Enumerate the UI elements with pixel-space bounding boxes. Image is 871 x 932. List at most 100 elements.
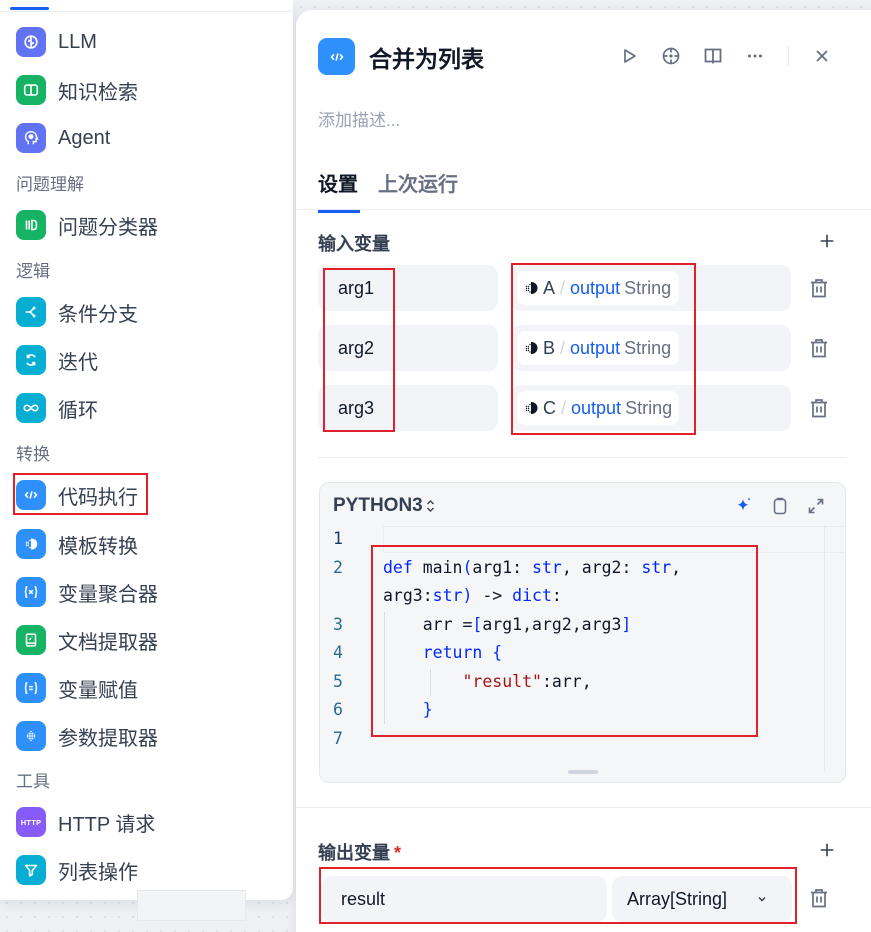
input-variables-title: 输入变量 [318,234,390,254]
source-variable-name: output [570,337,621,358]
delete-icon[interactable] [808,397,830,419]
code-icon [16,480,46,510]
node-item-http-request[interactable]: HTTP HTTP 请求 [16,807,276,837]
panel-tabs: 设置 上次运行 [318,168,478,213]
node-item-label: 知识检索 [58,81,138,104]
source-node-name: A [543,277,556,298]
section-divider [318,457,846,458]
node-item-parameter-extractor[interactable]: 参数提取器 [16,721,276,751]
variable-reference-selector[interactable]: C / output String [511,385,791,431]
template-icon [16,529,46,559]
editor-resize-handle[interactable] [568,770,598,774]
template-node-icon [525,402,538,414]
output-variable-name-input[interactable]: result [321,876,607,922]
run-icon[interactable] [616,43,642,69]
code-line: return { [422,643,503,662]
node-item-if-else[interactable]: 条件分支 [16,297,276,327]
code-editor[interactable]: PYTHON3 1 2 3 4 5 6 7 [319,482,846,783]
path-separator: / [561,397,567,418]
code-line: def main(arg1: str, arg2: str, [383,558,682,577]
node-item-loop[interactable]: 循环 [16,393,276,423]
add-input-variable-button[interactable] [816,230,838,252]
filter-icon [16,855,46,885]
node-item-label: 列表操作 [58,861,138,884]
variable-aggregator-icon [16,577,46,607]
delete-icon[interactable] [808,337,830,359]
node-item-label: 条件分支 [58,303,138,326]
node-item-variable-assigner[interactable]: 变量赋值 [16,673,276,703]
source-node-name: B [543,337,556,358]
node-item-agent[interactable]: Agent [16,123,276,153]
line-number: 7 [333,729,343,748]
source-node-name: C [543,397,556,418]
copy-clipboard-icon[interactable] [769,495,791,517]
doc-extractor-icon [16,625,46,655]
node-item-label: 变量赋值 [58,679,138,702]
close-icon[interactable] [809,43,835,69]
branch-icon [16,297,46,327]
node-item-iteration[interactable]: 迭代 [16,345,276,375]
variable-reference-selector[interactable]: A / output String [511,265,791,311]
node-item-doc-extractor[interactable]: 文档提取器 [16,625,276,655]
tabs-divider [296,209,871,210]
variable-reference-pill: C / output String [517,391,679,425]
input-variable-row: arg3 C / output String [318,385,871,431]
language-selector[interactable]: PYTHON3 [333,495,435,517]
variable-reference-selector[interactable]: B / output String [511,325,791,371]
brain-icon [16,27,46,57]
tab-last-run[interactable]: 上次运行 [378,174,458,196]
chevron-down-icon [756,876,770,922]
add-output-variable-button[interactable] [816,839,838,861]
delete-icon[interactable] [808,277,830,299]
node-item-label: LLM [58,30,97,53]
delete-icon[interactable] [808,887,830,909]
node-picker-tabbar [0,0,293,12]
node-item-label: 问题分类器 [58,216,158,239]
line-number: 3 [333,615,343,634]
node-settings-panel: 合并为列表 添加描述... 设置 上次运行 输入变量 arg1 [296,10,871,932]
node-item-variable-aggregator[interactable]: 变量聚合器 [16,577,276,607]
input-variable-row: arg2 B / output String [318,325,871,371]
node-item-label: 循环 [58,399,98,422]
locate-icon[interactable] [658,43,684,69]
variable-assign-icon [16,673,46,703]
category-label-tools: 工具 [16,772,50,791]
panel-actions [616,43,851,69]
agent-head-icon [16,123,46,153]
node-item-code[interactable]: 代码执行 [16,480,276,510]
docs-icon[interactable] [700,43,726,69]
line-number: 6 [333,700,343,719]
node-item-list-operator[interactable]: 列表操作 [16,855,276,885]
source-variable-type: String [624,277,672,298]
variable-name-input[interactable]: arg3 [318,385,498,431]
tab-settings[interactable]: 设置 [318,168,360,213]
canvas-node-placeholder [137,890,246,921]
output-type-select[interactable]: Array[String] [612,876,792,922]
actions-divider [788,46,789,66]
category-label-logic: 逻辑 [16,262,50,281]
description-input[interactable]: 添加描述... [318,111,401,130]
line-number: 2 [333,558,343,577]
path-separator: / [560,337,566,358]
more-icon[interactable] [742,43,768,69]
ai-sparkle-icon[interactable] [733,495,755,517]
variable-name-input[interactable]: arg2 [318,325,498,371]
node-item-template-transform[interactable]: 模板转换 [16,529,276,559]
code-line: "result":arr, [462,672,592,691]
indent-guide [430,669,431,696]
node-picker-panel: LLM 知识检索 Agent 问题理解 问题分类器 逻辑 条件分支 迭代 [0,0,293,900]
path-separator: / [560,277,566,298]
node-item-llm[interactable]: LLM [16,27,276,57]
code-icon [318,38,355,75]
node-item-question-classifier[interactable]: 问题分类器 [16,210,276,240]
code-line: arg3:str) -> dict: [383,586,562,605]
node-item-label: 变量聚合器 [58,583,158,606]
line-number: 5 [333,672,343,691]
node-item-label: 文档提取器 [58,631,158,654]
code-content[interactable]: 1 2 3 4 5 6 7 def main(arg1: str, arg2: … [320,526,846,771]
variable-name-input[interactable]: arg1 [318,265,498,311]
node-item-label: Agent [58,126,111,149]
expand-icon[interactable] [805,495,827,517]
node-title[interactable]: 合并为列表 [369,45,484,72]
node-item-knowledge-retrieval[interactable]: 知识检索 [16,75,276,105]
